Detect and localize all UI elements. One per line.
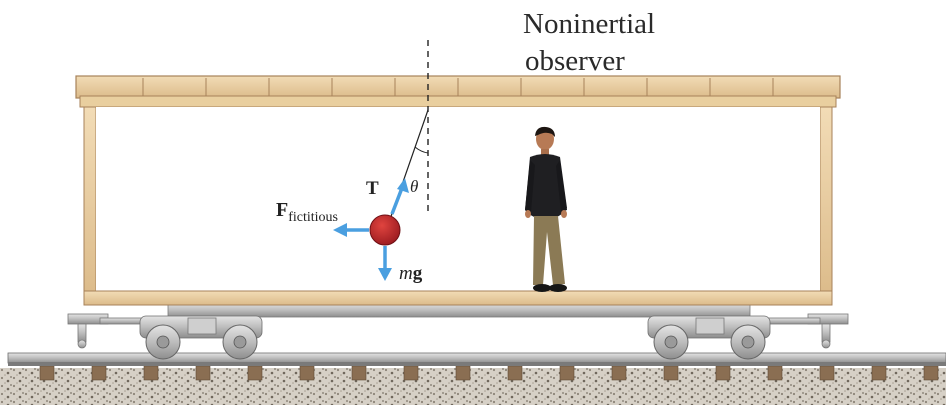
left-arm (525, 160, 535, 212)
railroad-track (0, 352, 946, 405)
hair (535, 126, 555, 137)
noninertial-observer (525, 126, 567, 292)
gravity-label: mg (399, 263, 423, 284)
right-coupler (749, 313, 849, 349)
left-truck (139, 315, 263, 360)
right-truck (647, 315, 771, 360)
boxcar-roof (75, 75, 841, 108)
left-shoe (533, 284, 551, 292)
right-arm (556, 160, 567, 212)
angle-arc (414, 146, 429, 154)
pendulum-bob (369, 214, 401, 246)
ballast (0, 368, 946, 405)
right-shoe (549, 284, 567, 292)
rail (7, 352, 946, 364)
boxcar-right-wall (819, 106, 833, 298)
angle-label: θ (410, 177, 418, 196)
boxcar (75, 75, 841, 306)
boxcar-left-wall (83, 106, 97, 298)
trousers (533, 216, 565, 285)
boxcar-interior (96, 107, 820, 293)
fictitious-subscript: fictitious (288, 210, 338, 225)
fictitious-force-arrow (333, 223, 369, 237)
boxcar-floor (83, 290, 833, 306)
fictitious-force-label: Ffictitious (276, 199, 338, 225)
observer-caption-line2: observer (525, 45, 625, 77)
tension-label: T (366, 178, 379, 199)
railroad-ties (39, 365, 939, 381)
force-arrows (333, 178, 409, 281)
undercarriage (67, 302, 849, 360)
neck (541, 149, 549, 155)
tension-arrow (390, 178, 409, 215)
observer-caption-line1: Noninertial (523, 8, 655, 40)
gravity-arrow (378, 246, 392, 281)
